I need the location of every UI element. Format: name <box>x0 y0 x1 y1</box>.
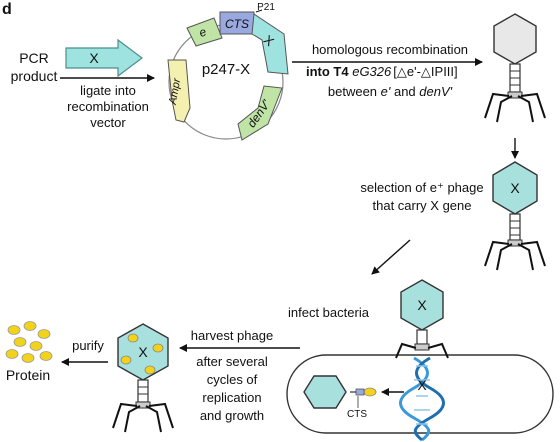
recombination-text: homologous recombination into T4 eG326[△… <box>306 42 468 99</box>
recombination-line2-prefix: into T4 <box>306 64 352 79</box>
harvest-line3: cycles of <box>207 372 258 387</box>
capsid-protein-dot <box>152 343 164 353</box>
bacterium <box>286 354 554 434</box>
purify-label: purify <box>72 338 104 353</box>
capsid-inside <box>303 375 347 409</box>
pcr-product-label: PCR product <box>11 50 58 84</box>
segment-e <box>186 17 223 47</box>
capsid-protein-dot <box>120 355 132 365</box>
pcr-insert-label: X <box>89 50 99 66</box>
arrow-to-infect <box>371 239 411 275</box>
promoter-tick <box>255 9 263 13</box>
phage-empty <box>484 13 546 123</box>
plasmid-name: p247-X <box>202 61 250 78</box>
harvest-line4: replication <box>202 390 261 405</box>
recombination-line2: into T4 eG326[△e'-△IPIII] <box>306 64 458 79</box>
ligate-text: ligate into recombination vector <box>67 83 149 130</box>
segment-e-label: e <box>197 24 208 40</box>
recombination-line3: between e' and denV' <box>328 84 453 99</box>
segment-x <box>251 13 289 75</box>
between-and: and <box>390 84 419 99</box>
segment-ampr <box>167 59 191 123</box>
phage3-x-label: X <box>417 297 427 313</box>
phage2-x-label: X <box>510 180 520 196</box>
protein-dot <box>29 341 43 351</box>
capsid-protein-dot <box>144 365 156 375</box>
cts-fusion-protein: CTS <box>347 387 377 420</box>
ligate-line2: recombination <box>67 99 149 114</box>
protein-dot <box>37 329 51 339</box>
dna-helix: X <box>399 356 445 442</box>
harvest-text: harvest phage after several cycles of re… <box>191 328 273 423</box>
selection-text: selection of e⁺ phage that carry X gene <box>360 180 483 213</box>
ligate-line1: ligate into <box>80 83 136 98</box>
protein-dot <box>7 325 21 335</box>
between-prefix: between <box>328 84 381 99</box>
panel-letter: d <box>2 1 12 18</box>
selection-line2: that carry X gene <box>373 198 472 213</box>
pcr-line1: PCR <box>19 50 49 66</box>
protein-cluster <box>5 321 53 363</box>
harvest-line2: after several <box>196 354 268 369</box>
protein-dot <box>13 337 27 347</box>
between-denv: denV' <box>419 84 452 99</box>
segment-cts-label: CTS <box>225 17 249 31</box>
harvest-line5: and growth <box>200 408 264 423</box>
protein-dot <box>23 321 37 331</box>
harvest-line1: harvest phage <box>191 328 273 343</box>
selection-line1: selection of e⁺ phage <box>360 180 483 195</box>
pcr-line2: product <box>11 68 58 84</box>
capsid-protein-dot <box>127 333 139 343</box>
promoter-label: P21 <box>257 2 275 13</box>
phage-with-x: X <box>484 161 546 271</box>
infect-label: infect bacteria <box>288 305 370 320</box>
phage4-x-label: X <box>138 344 148 360</box>
dna-x-label: X <box>417 377 427 393</box>
protein-dot <box>21 353 35 363</box>
phage-harvested: X <box>112 323 174 433</box>
ligate-line3: vector <box>90 115 126 130</box>
pcr-insert-arrow: X <box>65 38 143 78</box>
plasmid-map: e CTS P21 X denV' Ampr p247-X <box>167 2 289 141</box>
protein-label: Protein <box>6 367 50 383</box>
protein-dot <box>5 349 19 359</box>
protein-dot <box>39 351 53 361</box>
recombination-genotype: [△e'-△IPIII] <box>393 64 457 79</box>
between-e: e' <box>381 84 391 99</box>
phage-infecting: X <box>395 279 449 359</box>
segment-ampr-label: Ampr <box>167 76 184 106</box>
recombination-strain: eG326 <box>352 64 392 79</box>
segment-denv <box>237 85 283 141</box>
recombination-line1: homologous recombination <box>312 42 468 57</box>
cts-label: CTS <box>347 409 367 420</box>
